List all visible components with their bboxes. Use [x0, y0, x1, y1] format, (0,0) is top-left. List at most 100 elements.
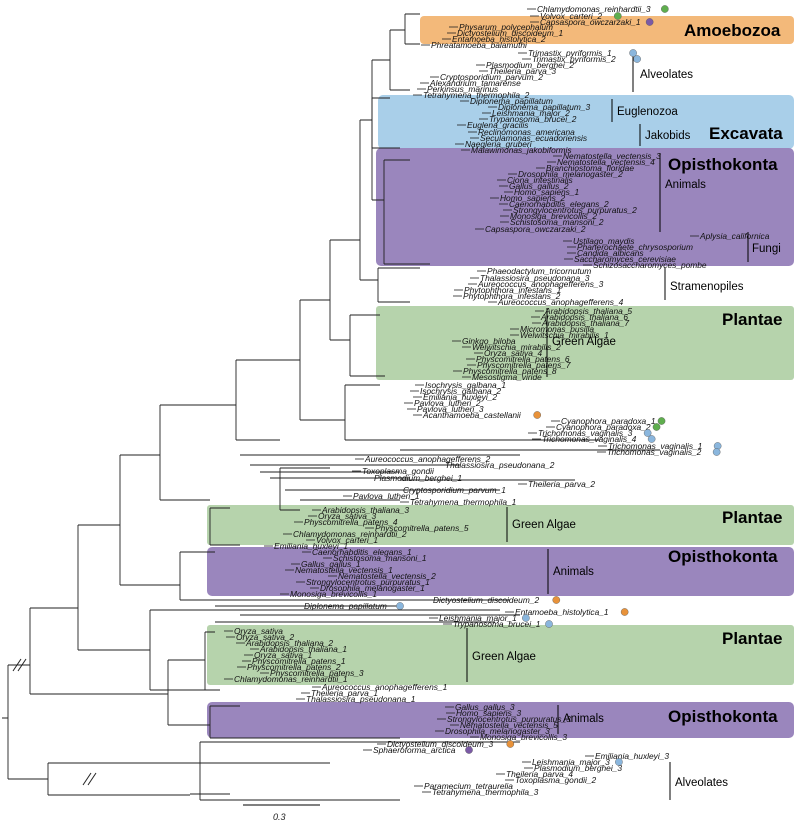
leaf-label: Diplonema_papillatum — [304, 601, 387, 611]
leaf-label: Homo_sapiens_2 — [500, 193, 566, 203]
group-label-stramenopiles: Stramenopiles — [670, 281, 744, 293]
leaf-label: Sphaeroforma_arctica — [373, 745, 456, 755]
group-label-animals-2: Animals — [553, 566, 594, 578]
leaf-label: Physcomitrella_patens_6 — [476, 354, 570, 364]
leaf-label: Arabidopsis_thaliana_1 — [259, 644, 347, 654]
group-label-plantae-3: Plantae — [722, 629, 782, 648]
leaf-marker-orange — [552, 596, 561, 604]
leaf-marker-blue — [615, 758, 623, 766]
group-label-opisthokonta-2: Opisthokonta — [668, 547, 778, 566]
leaf-marker-blue — [643, 429, 652, 437]
leaf-label: Entamoeba_histolytica_1 — [515, 607, 609, 617]
clade-boxes — [207, 16, 794, 738]
leaf-label: Welwitschia_mirabilis_2 — [472, 342, 561, 352]
leaf-label: Chlamydomonas_reinhardtii_1 — [234, 674, 348, 684]
leaf-label: Drosophila_melanogaster_1 — [320, 583, 425, 593]
leaf-label: Physcomitrella_patens_1 — [252, 656, 346, 666]
leaf-label: Trimastix_pyriformis_2 — [532, 54, 616, 64]
leaf-label: Cryptosporidium_parvum_1 — [403, 485, 506, 495]
leaf-label: Ciona_intestinalis — [507, 175, 573, 185]
leaf-label: Arabidopsis_thaliana_7 — [541, 318, 629, 328]
leaf-label: Mesostigma_viride — [472, 372, 542, 382]
group-label-alveolates-2: Alveolates — [675, 777, 728, 789]
leaf-label: Capsaspora_owczarzaki_2 — [485, 224, 586, 234]
leaf-marker-blue — [647, 435, 656, 443]
leaf-label: Arabidopsis_thaliana_5 — [544, 306, 632, 316]
group-label-green-algae-1: Green Algae — [552, 336, 616, 348]
leaf-marker-green — [614, 12, 622, 20]
leaf-marker-purple — [465, 746, 473, 754]
group-label-jakobids: Jakobids — [645, 130, 691, 142]
leaf-label: Oryza_sativa_2 — [236, 632, 295, 642]
leaf-label: Dictyostelium_discoideum_1 — [457, 28, 563, 38]
leaf-label: Toxoplasma_gondii — [362, 466, 435, 476]
leaf-label: Entamoeba_histolytica_2 — [452, 34, 546, 44]
group-labels: Amoebozoa Alveolates Euglenozoa Excavata… — [472, 21, 783, 789]
leaf-marker-orange — [620, 608, 629, 616]
leaf-label: Reclinomonas_americana — [478, 127, 575, 137]
leaf-label: Naegleria_gruberi — [465, 139, 533, 149]
leaf-label: Pavlova_lutheri_2 — [414, 398, 481, 408]
leaf-label: Trichomonas_vaginalis_3 — [538, 428, 633, 438]
group-label-plantae-1: Plantae — [722, 310, 782, 329]
group-label-plantae-2: Plantae — [722, 508, 782, 527]
leaf-label: Tetrahymena_thermophila_3 — [432, 787, 539, 797]
plantae-box-2 — [207, 505, 794, 545]
leaf-label: Oryza_sativa_1 — [254, 650, 312, 660]
plantae-box-1 — [376, 306, 794, 380]
group-label-amoebozoa: Amoebozoa — [684, 21, 781, 40]
leaf-marker-green — [657, 417, 666, 425]
leaf-label: Monosiga_brevicollis_1 — [290, 589, 377, 599]
leaf-label: Dictyostelium_discoideum_3 — [387, 739, 493, 749]
leaf-label: Cyanophora_paradoxa_1 — [561, 416, 656, 426]
leaf-label: Gallus_gallus_1 — [301, 559, 361, 569]
break-mark-upper-a — [12, 658, 22, 672]
leaf-label: Aureococcus_anophagefferens_1 — [321, 682, 447, 692]
leaf-label: Phreatamoeba_balamuthi — [431, 40, 528, 50]
scale-bar: 0.3 — [243, 804, 320, 822]
leaf-label: Euglena_gracilis — [467, 120, 529, 130]
leaf-label: Homo_sapiens_1 — [514, 187, 579, 197]
leaf-label: Nematostella_vectensis_1 — [295, 565, 393, 575]
leaf-marker-orange — [533, 411, 542, 419]
leaf-label: Plasmodium_berghei_3 — [534, 763, 622, 773]
leaf-label: Leishmania_major_3 — [532, 757, 610, 767]
break-mark-lower-b — [87, 772, 97, 786]
leaf-label: Thalassiosira_pseudonana_1 — [306, 694, 415, 704]
leaf-label: Caenorhabditis_elegans_2 — [509, 199, 609, 209]
leaf-marker-orange — [506, 740, 515, 748]
leaf-label: Oryza_sativa_3 — [318, 511, 377, 521]
leaf-label: Trypanosoma_brucei_1 — [453, 619, 540, 629]
leaf-label: Schizosaccharomyces_pombe — [593, 260, 707, 270]
leaf-label: Physcomitrella_patens_5 — [375, 523, 469, 533]
leaf-label: Phanerochaete_chrysosporium — [577, 242, 693, 252]
leaf-marker-blue — [545, 620, 553, 628]
leaf-marker-blue — [712, 448, 721, 456]
leaf-label: Schistosoma_mansoni_1 — [333, 553, 427, 563]
tree-branches — [2, 13, 660, 801]
leaf-label: Drosophila_melanogaster_2 — [518, 169, 623, 179]
leaf-label: Physcomitrella_patens_8 — [463, 366, 557, 376]
leaf-label: Dictyostelium_discoideum_2 — [433, 595, 539, 605]
opisthokonta-box-1 — [376, 148, 794, 266]
leaf-label: Schistosoma_mansoni_2 — [510, 217, 604, 227]
leaf-label: Diplonema_papillatum_3 — [498, 102, 591, 112]
leaf-label: Tetrahymena_thermophila_1 — [410, 497, 516, 507]
leaf-label: Nematostella_vectensis_2 — [338, 571, 436, 581]
leaf-label: Saccharomyces_cerevisiae — [574, 254, 676, 264]
leaf-label: Nematostella_vectensis_3 — [563, 151, 661, 161]
leaf-label: Arabidopsis_thaliana_3 — [321, 505, 409, 515]
leaf-label: Nematostella_vectensis_4 — [557, 157, 655, 167]
excavata-box — [378, 95, 794, 149]
break-mark-upper-b — [17, 658, 27, 672]
leaf-label: Oryza_sativa — [234, 626, 283, 636]
leaf-label: Arabidopsis_thaliana_2 — [245, 638, 333, 648]
leaf-label: Gallus_gallus_2 — [509, 181, 569, 191]
leaf-label: Emiliania_huxleyi_2 — [423, 392, 497, 402]
leaf-label: Malawimonas_jakobiformis — [471, 145, 572, 155]
leaf-label: Thalassiosira_pseudonana_3 — [480, 273, 590, 283]
leaf-label: Physcomitrella_patens_4 — [304, 517, 398, 527]
leaf-label: Cryptosporidium_parvum_2 — [440, 72, 543, 82]
leaf-label: Plasmodium_berghei_2 — [486, 60, 574, 70]
leaf-label: Theileria_parva_1 — [311, 688, 378, 698]
